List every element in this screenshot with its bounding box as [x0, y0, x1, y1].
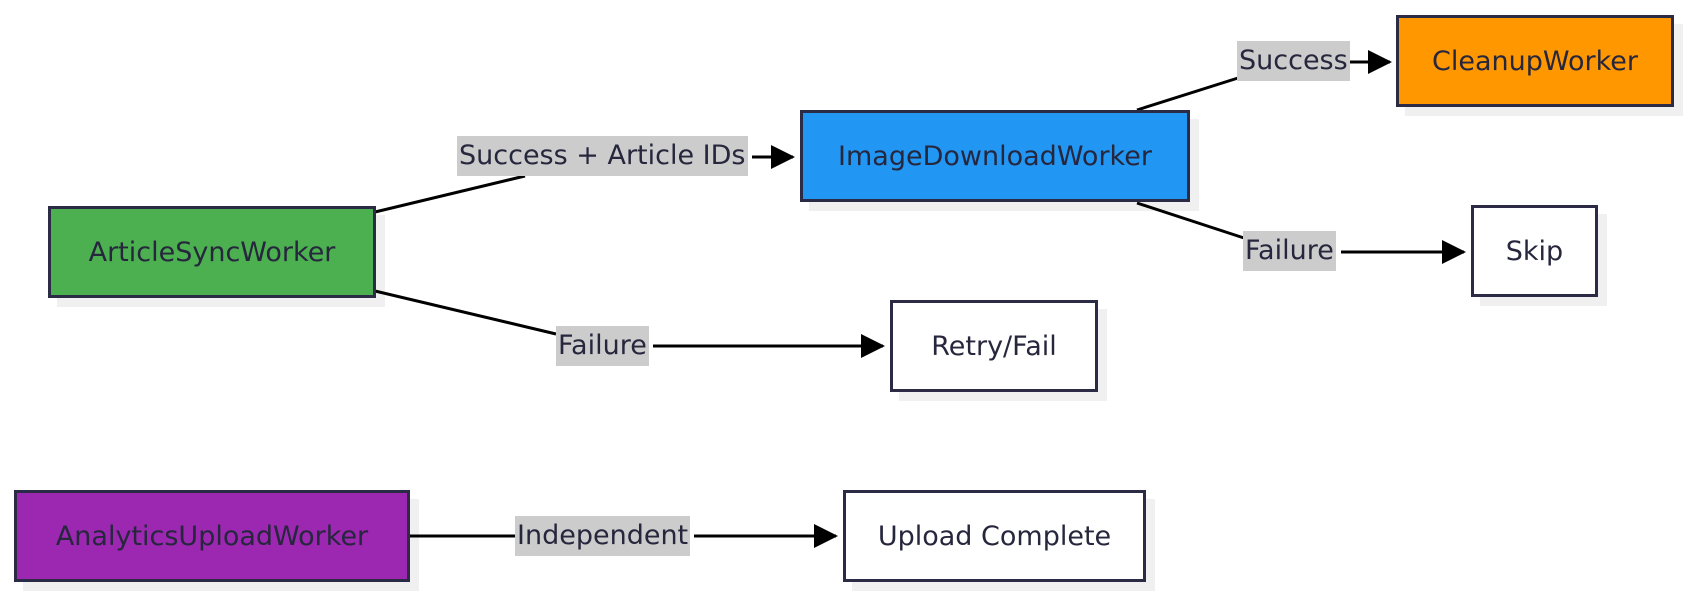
edge-image-to-cleanup	[1136, 76, 1239, 112]
node-article-sync-worker-label: ArticleSyncWorker	[88, 236, 336, 268]
node-upload-complete-label: Upload Complete	[877, 520, 1112, 552]
node-analytics-upload-worker-label: AnalyticsUploadWorker	[55, 520, 369, 552]
edge-label-image-to-cleanup: Success	[1237, 41, 1350, 81]
node-analytics-upload-worker[interactable]: AnalyticsUploadWorker	[14, 490, 410, 582]
node-skip[interactable]: Skip	[1471, 205, 1598, 297]
edge-label-analytics-to-upload: Independent	[515, 516, 691, 556]
node-retry-fail[interactable]: Retry/Fail	[890, 300, 1098, 392]
edge-sync-to-retry	[374, 289, 557, 336]
edge-label-sync-to-retry: Failure	[556, 326, 649, 366]
node-retry-fail-label: Retry/Fail	[931, 330, 1057, 362]
edge-image-to-skip	[1136, 201, 1245, 240]
node-article-sync-worker[interactable]: ArticleSyncWorker	[48, 206, 376, 298]
node-image-download-worker-label: ImageDownloadWorker	[838, 140, 1152, 172]
node-cleanup-worker-label: CleanupWorker	[1432, 45, 1638, 77]
node-skip-label: Skip	[1505, 235, 1564, 267]
edge-sync-to-image	[374, 174, 526, 214]
node-upload-complete[interactable]: Upload Complete	[843, 490, 1146, 582]
edge-label-image-to-skip: Failure	[1243, 231, 1336, 271]
node-image-download-worker[interactable]: ImageDownloadWorker	[800, 110, 1190, 202]
node-cleanup-worker[interactable]: CleanupWorker	[1396, 15, 1674, 107]
edge-label-sync-to-image: Success + Article IDs	[457, 136, 748, 176]
